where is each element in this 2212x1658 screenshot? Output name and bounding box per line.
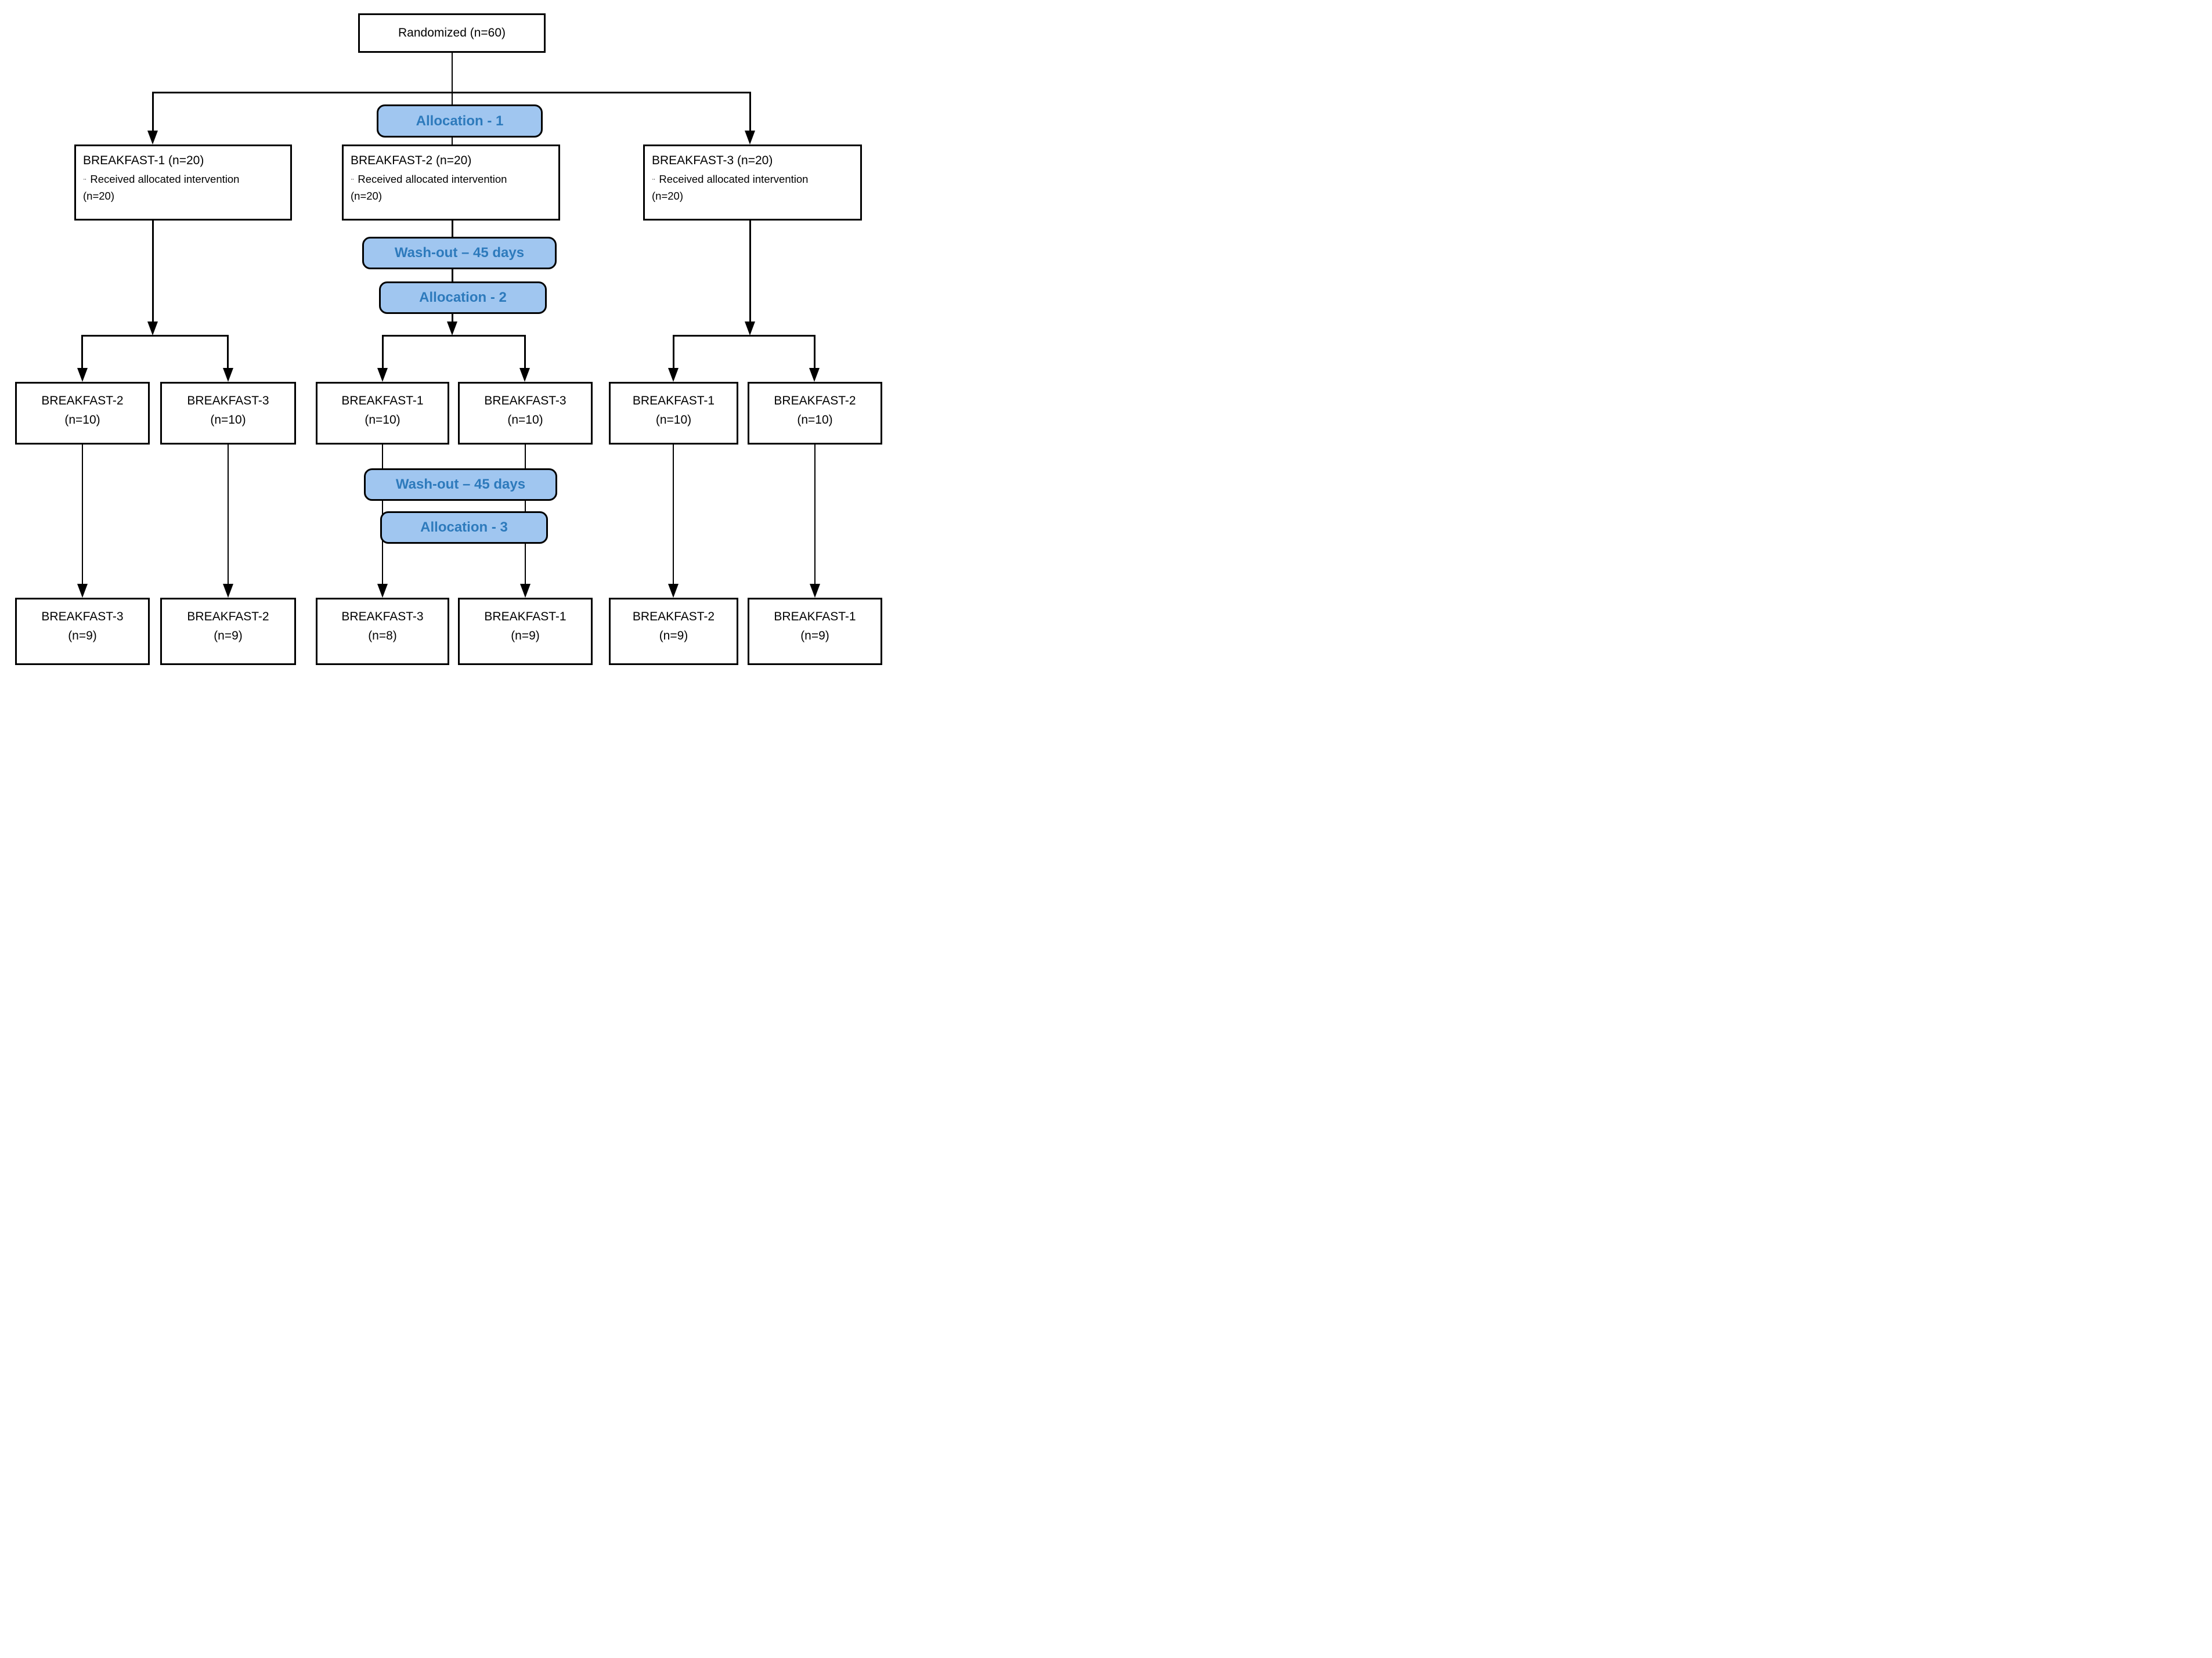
arm-desc-line: ·· Received allocated intervention: [83, 173, 283, 186]
stage-allocation-2: Allocation - 2: [379, 281, 547, 314]
stage-allocation-1: Allocation - 1: [377, 104, 543, 138]
arrowhead-p3-4: [520, 584, 531, 598]
cell-n: (n=10): [507, 413, 543, 427]
box-p2-breakfast3a: BREAKFAST-3 (n=10): [160, 382, 296, 445]
cell-name: BREAKFAST-3: [341, 610, 424, 623]
connector-col3-branch-right: [814, 335, 815, 369]
cell-n: (n=10): [210, 413, 246, 427]
connector-col2-feed: [452, 221, 453, 322]
box-p3-breakfast1b: BREAKFAST-1 (n=9): [748, 598, 882, 665]
arrowhead-p3-6: [810, 584, 820, 598]
cell-name: BREAKFAST-3: [41, 610, 124, 623]
cell-name: BREAKFAST-1: [341, 394, 424, 407]
arm-title: BREAKFAST-1 (n=20): [83, 154, 204, 167]
box-p3-breakfast2a: BREAKFAST-2 (n=9): [160, 598, 296, 665]
arrowhead-col3-right: [809, 368, 820, 382]
connector-p2p3-6: [814, 445, 815, 584]
arrowhead-col2-left: [377, 368, 388, 382]
arrowhead-col1-right: [223, 368, 233, 382]
arm-desc-line: ·· Received allocated intervention: [652, 173, 853, 186]
box-p2-breakfast3b: BREAKFAST-3 (n=10): [458, 382, 593, 445]
arrowhead-col2-junction: [447, 322, 457, 335]
connector-left-drop: [152, 92, 154, 131]
stage-allocation-3: Allocation - 3: [380, 511, 548, 544]
arrowhead-col1-junction: [147, 322, 158, 335]
cell-name: BREAKFAST-1: [484, 610, 566, 623]
box-randomized: Randomized (n=60): [358, 13, 546, 53]
bullet-mark: ··: [351, 176, 354, 183]
connector-right-drop: [749, 92, 751, 131]
box-p3-breakfast2b: BREAKFAST-2 (n=9): [609, 598, 738, 665]
box-p3-breakfast3: BREAKFAST-3 (n=9): [15, 598, 150, 665]
cell-name: BREAKFAST-2: [187, 610, 269, 623]
cell-name: BREAKFAST-2: [774, 394, 856, 407]
connector-col2-branch-right: [524, 335, 526, 369]
box-p2-breakfast1a: BREAKFAST-1 (n=10): [316, 382, 449, 445]
cell-name: BREAKFAST-2: [632, 610, 715, 623]
cell-n: (n=10): [64, 413, 100, 427]
box-breakfast1-n20: BREAKFAST-1 (n=20) ·· Received allocated …: [74, 145, 292, 221]
cell-name: BREAKFAST-2: [41, 394, 124, 407]
randomized-label: Randomized (n=60): [398, 26, 506, 39]
box-breakfast2-n20: BREAKFAST-2 (n=20) ·· Received allocated …: [342, 145, 560, 221]
connector-col2-branch-left: [382, 335, 384, 369]
arrowhead-col3-left: [668, 368, 679, 382]
connector-col3-branch-left: [673, 335, 674, 369]
arrowhead-p3-3: [377, 584, 388, 598]
connector-col3-feed: [749, 221, 751, 322]
connector-col3-bar: [673, 335, 815, 337]
cell-name: BREAKFAST-3: [187, 394, 269, 407]
cell-n: (n=10): [365, 413, 400, 427]
cell-n: (n=9): [511, 629, 540, 642]
connector-col2-bar: [382, 335, 526, 337]
connector-center-top: [452, 53, 453, 150]
connector-col1-branch-right: [227, 335, 229, 369]
arrowhead-p3-5: [668, 584, 679, 598]
cell-n: (n=10): [655, 413, 692, 427]
consort-flow-diagram: Randomized (n=60) Allocation - 1 Wash-ou…: [0, 0, 894, 670]
connector-col1-feed: [152, 221, 154, 322]
cell-name: BREAKFAST-1: [632, 394, 715, 407]
bullet-mark: ··: [652, 176, 655, 183]
arm-desc-text: Received allocated intervention: [90, 173, 240, 185]
stage-washout-2: Wash-out – 45 days: [364, 468, 557, 501]
box-p3-breakfast1a: BREAKFAST-1 (n=9): [458, 598, 593, 665]
arrowhead-into-breakfast3: [745, 131, 755, 145]
cell-name: BREAKFAST-1: [774, 610, 856, 623]
connector-p2p3-2: [228, 445, 229, 584]
arrowhead-p3-2: [223, 584, 233, 598]
cell-n: (n=9): [800, 629, 829, 642]
cell-n: (n=9): [659, 629, 688, 642]
arrowhead-p3-1: [77, 584, 88, 598]
connector-top-bar: [152, 92, 751, 93]
arrowhead-col1-left: [77, 368, 88, 382]
connector-p2p3-1: [82, 445, 83, 584]
connector-col1-branch-left: [81, 335, 83, 369]
box-breakfast3-n20: BREAKFAST-3 (n=20) ·· Received allocated …: [643, 145, 862, 221]
arrowhead-into-breakfast1: [147, 131, 158, 145]
bullet-mark: ··: [83, 176, 86, 183]
box-p3-breakfast3b: BREAKFAST-3 (n=8): [316, 598, 449, 665]
connector-col1-bar: [81, 335, 229, 337]
cell-n: (n=9): [68, 629, 97, 642]
arm-title: BREAKFAST-3 (n=20): [652, 154, 773, 167]
arrowhead-col3-junction: [745, 322, 755, 335]
connector-p2p3-5: [673, 445, 674, 584]
arm-desc-text: Received allocated intervention: [659, 173, 809, 185]
box-p2-breakfast2: BREAKFAST-2 (n=10): [15, 382, 150, 445]
cell-name: BREAKFAST-3: [484, 394, 566, 407]
cell-n: (n=9): [214, 629, 243, 642]
arm-desc-n: (n=20): [351, 190, 382, 202]
arm-desc-n: (n=20): [83, 190, 114, 202]
box-p2-breakfast1b: BREAKFAST-1 (n=10): [609, 382, 738, 445]
cell-n: (n=10): [797, 413, 833, 427]
arm-desc-line: ·· Received allocated intervention: [351, 173, 551, 186]
stage-washout-1: Wash-out – 45 days: [362, 237, 557, 269]
cell-n: (n=8): [368, 629, 397, 642]
box-p2-breakfast2b: BREAKFAST-2 (n=10): [748, 382, 882, 445]
arm-desc-text: Received allocated intervention: [358, 173, 507, 185]
arrowhead-col2-right: [519, 368, 530, 382]
arm-desc-n: (n=20): [652, 190, 683, 202]
arm-title: BREAKFAST-2 (n=20): [351, 154, 472, 167]
